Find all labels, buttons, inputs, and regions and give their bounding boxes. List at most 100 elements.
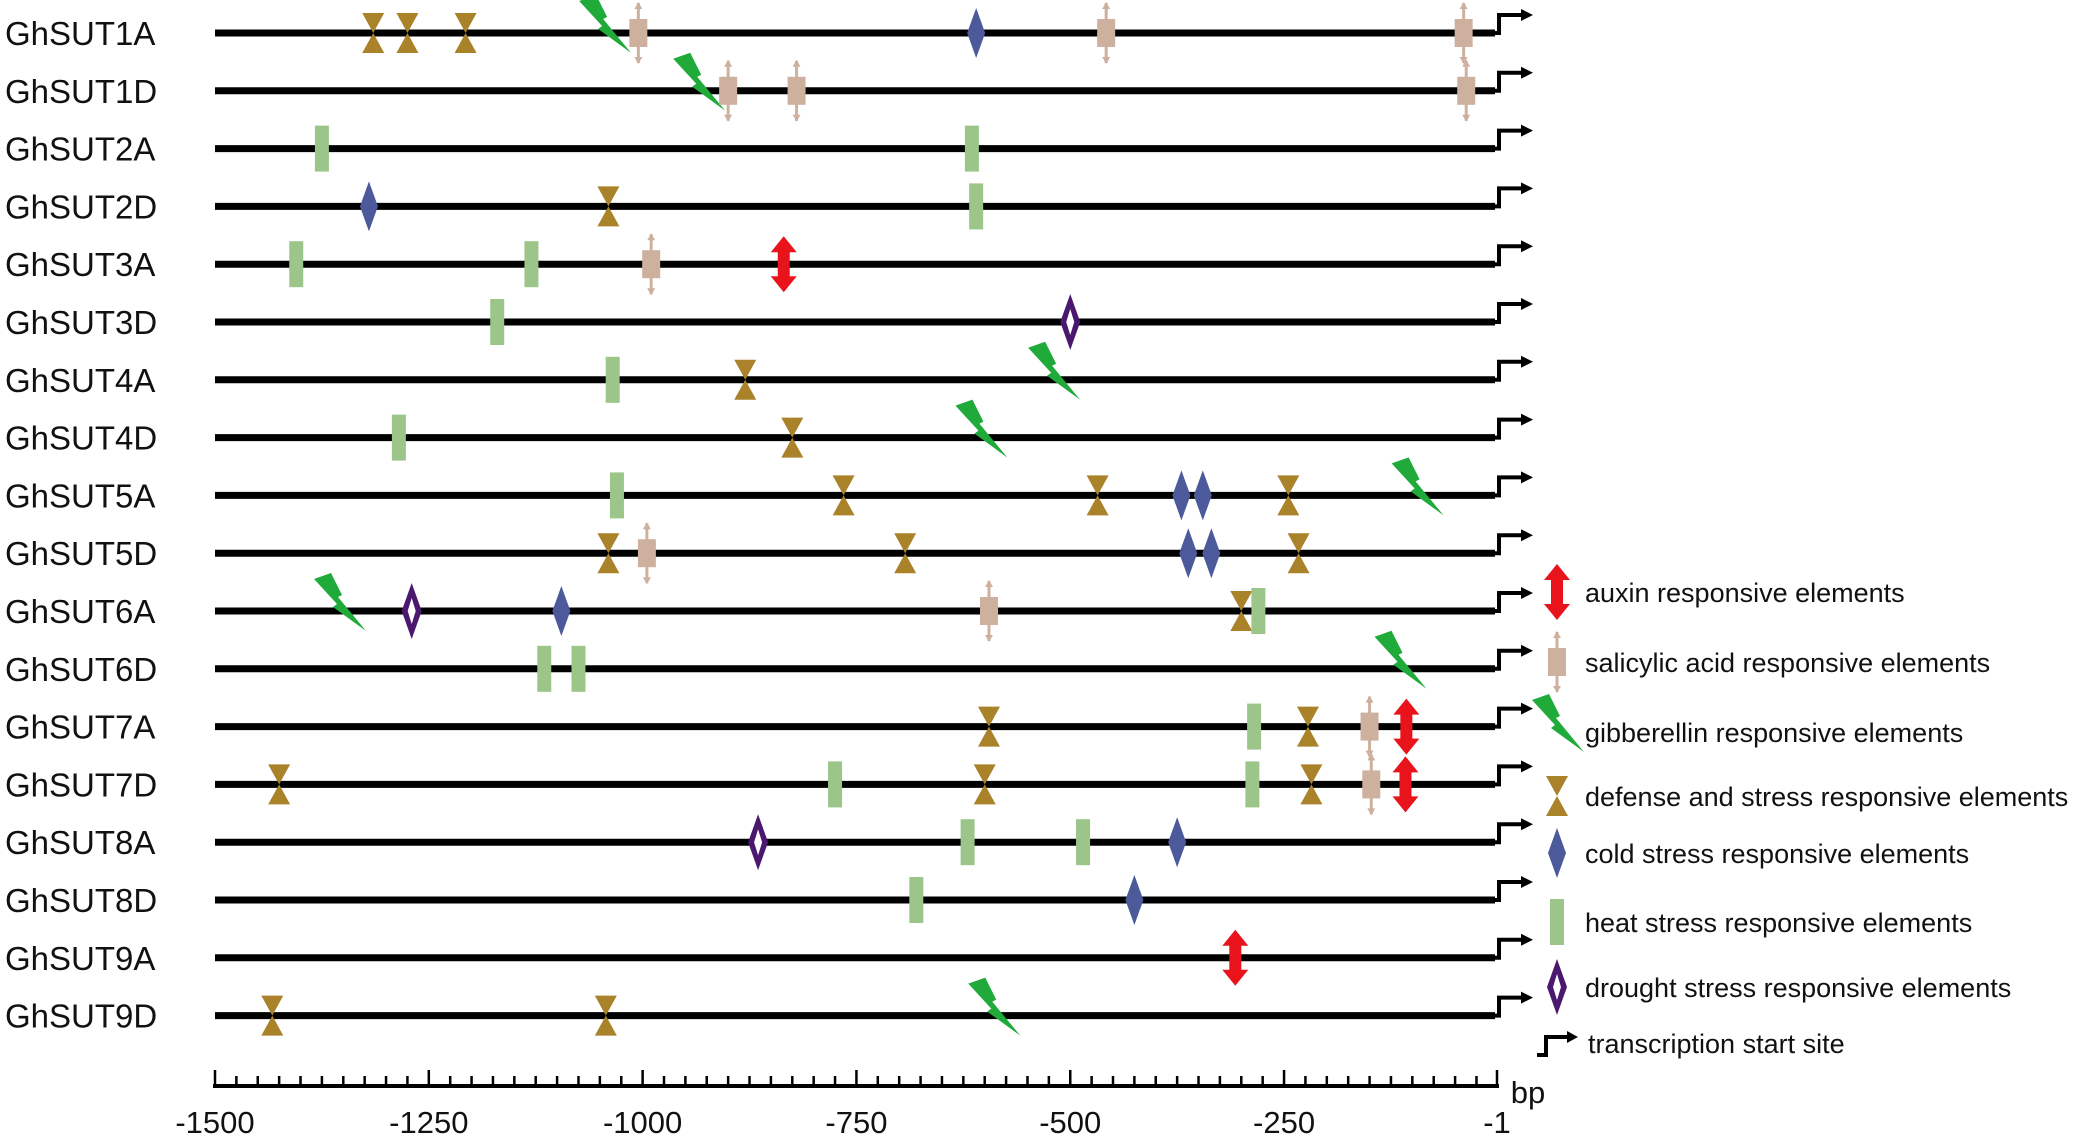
salicylic-element-marker <box>979 580 998 642</box>
tss-arrow-icon <box>1493 124 1533 151</box>
salicylic-element-marker <box>719 59 738 122</box>
salicylic-element-marker <box>1457 59 1476 122</box>
gibberellin-element-marker <box>1374 630 1427 689</box>
tss-arrow-icon <box>1493 298 1533 324</box>
tick-label: -1000 <box>603 1105 682 1140</box>
heat-element-marker <box>524 241 539 288</box>
gene-row: GhSUT4A <box>5 341 1533 403</box>
defense-element-marker <box>261 995 284 1036</box>
drought-element-marker <box>1060 294 1081 350</box>
salicylic-element-marker <box>1362 753 1381 816</box>
gene-label: GhSUT9A <box>5 940 155 977</box>
defense-legend-icon <box>1546 776 1568 816</box>
defense-element-marker <box>1277 475 1300 516</box>
heat-element-marker <box>490 299 505 345</box>
gibberellin-element-marker <box>968 977 1021 1036</box>
heat-element-marker <box>1247 703 1262 750</box>
tss-arrow-icon <box>1493 876 1533 902</box>
salicylic-element-marker <box>642 233 661 296</box>
legend-item: drought stress responsive elements <box>1547 959 2011 1015</box>
tick-label: -500 <box>1039 1105 1101 1140</box>
gene-label: GhSUT3D <box>5 304 157 341</box>
gene-row: GhSUT5D <box>5 522 1533 585</box>
legend-label: gibberellin responsive elements <box>1585 718 1963 748</box>
gene-label: GhSUT6A <box>5 593 155 630</box>
gene-row: GhSUT5A <box>5 457 1533 521</box>
gene-row: GhSUT3D <box>5 294 1533 350</box>
defense-element-marker <box>268 764 291 805</box>
defense-element-marker <box>454 13 477 53</box>
cold-element-marker <box>1179 528 1198 579</box>
gene-row: GhSUT6A <box>5 573 1533 642</box>
gene-label: GhSUT9D <box>5 998 157 1035</box>
gene-label: GhSUT5A <box>5 477 155 514</box>
heat-element-marker <box>909 877 924 923</box>
gene-label: GhSUT6D <box>5 651 157 688</box>
gibberellin-element-marker <box>955 399 1008 458</box>
legend-item: gibberellin responsive elements <box>1532 694 1963 752</box>
legend-item: transcription start site <box>1537 1029 1845 1059</box>
gene-row: GhSUT1A <box>5 0 1533 64</box>
defense-element-marker <box>1086 475 1109 516</box>
heat-element-marker <box>537 645 552 692</box>
defense-element-marker <box>1230 591 1253 631</box>
heat-element-marker <box>605 356 620 403</box>
legend: auxin responsive elements salicylic acid … <box>1532 564 2068 1059</box>
legend-label: cold stress responsive elements <box>1585 839 1969 869</box>
tss-arrow-icon <box>1493 644 1533 671</box>
gene-label: GhSUT8A <box>5 824 155 861</box>
defense-element-marker <box>1287 533 1310 574</box>
cold-legend-icon <box>1548 828 1566 878</box>
gibberellin-element-marker <box>314 573 367 631</box>
gene-label: GhSUT4A <box>5 362 155 399</box>
cold-element-marker <box>1172 470 1191 521</box>
tss-arrow-icon <box>1493 413 1533 440</box>
salicylic-element-marker <box>637 522 656 585</box>
gene-row: GhSUT4D <box>5 399 1533 461</box>
tss-arrow-icon <box>1493 933 1533 960</box>
defense-element-marker <box>396 13 419 53</box>
tss-arrow-icon <box>1493 702 1533 729</box>
salicylic-element-marker <box>1360 695 1379 758</box>
defense-element-marker <box>832 475 855 516</box>
defense-element-marker <box>781 417 804 458</box>
heat-element-marker <box>289 241 304 288</box>
defense-element-marker <box>973 764 996 805</box>
defense-element-marker <box>1296 706 1319 747</box>
heat-element-marker <box>1245 761 1260 808</box>
drought-legend-icon <box>1547 959 1567 1015</box>
defense-element-marker <box>734 359 757 400</box>
tick-label: -1250 <box>389 1105 468 1140</box>
defense-element-marker <box>362 13 385 53</box>
gene-row: GhSUT2A <box>5 124 1533 172</box>
gene-label: GhSUT2A <box>5 131 155 168</box>
gene-label: GhSUT1A <box>5 15 155 52</box>
gene-row: GhSUT2D <box>5 181 1533 232</box>
salicylic-element-marker <box>1454 2 1473 64</box>
gene-row: GhSUT3A <box>5 233 1533 296</box>
cold-element-marker <box>1168 817 1187 868</box>
defense-element-marker <box>597 533 620 574</box>
heat-element-marker <box>391 414 406 461</box>
legend-label: salicylic acid responsive elements <box>1585 648 1990 678</box>
gibberellin-element-marker <box>1391 457 1444 516</box>
defense-element-marker <box>894 533 917 574</box>
heat-element-marker <box>964 125 979 172</box>
legend-item: auxin responsive elements <box>1544 564 1905 620</box>
gibberellin-legend-icon <box>1532 694 1584 752</box>
tick-label: -1 <box>1483 1105 1511 1140</box>
legend-item: salicylic acid responsive elements <box>1548 631 1990 693</box>
gene-label: GhSUT8D <box>5 882 157 919</box>
gene-label: GhSUT1D <box>5 73 157 110</box>
cold-element-marker <box>1193 470 1212 521</box>
gene-label: GhSUT4D <box>5 420 157 457</box>
tss-arrow-icon <box>1493 760 1533 787</box>
gene-row: GhSUT8D <box>5 875 1533 925</box>
salicylic-element-marker <box>787 59 806 122</box>
auxin-legend-icon <box>1544 564 1570 620</box>
tick-label: -1500 <box>175 1105 254 1140</box>
tss-arrow-icon <box>1493 529 1533 556</box>
gene-label: GhSUT7A <box>5 709 155 746</box>
